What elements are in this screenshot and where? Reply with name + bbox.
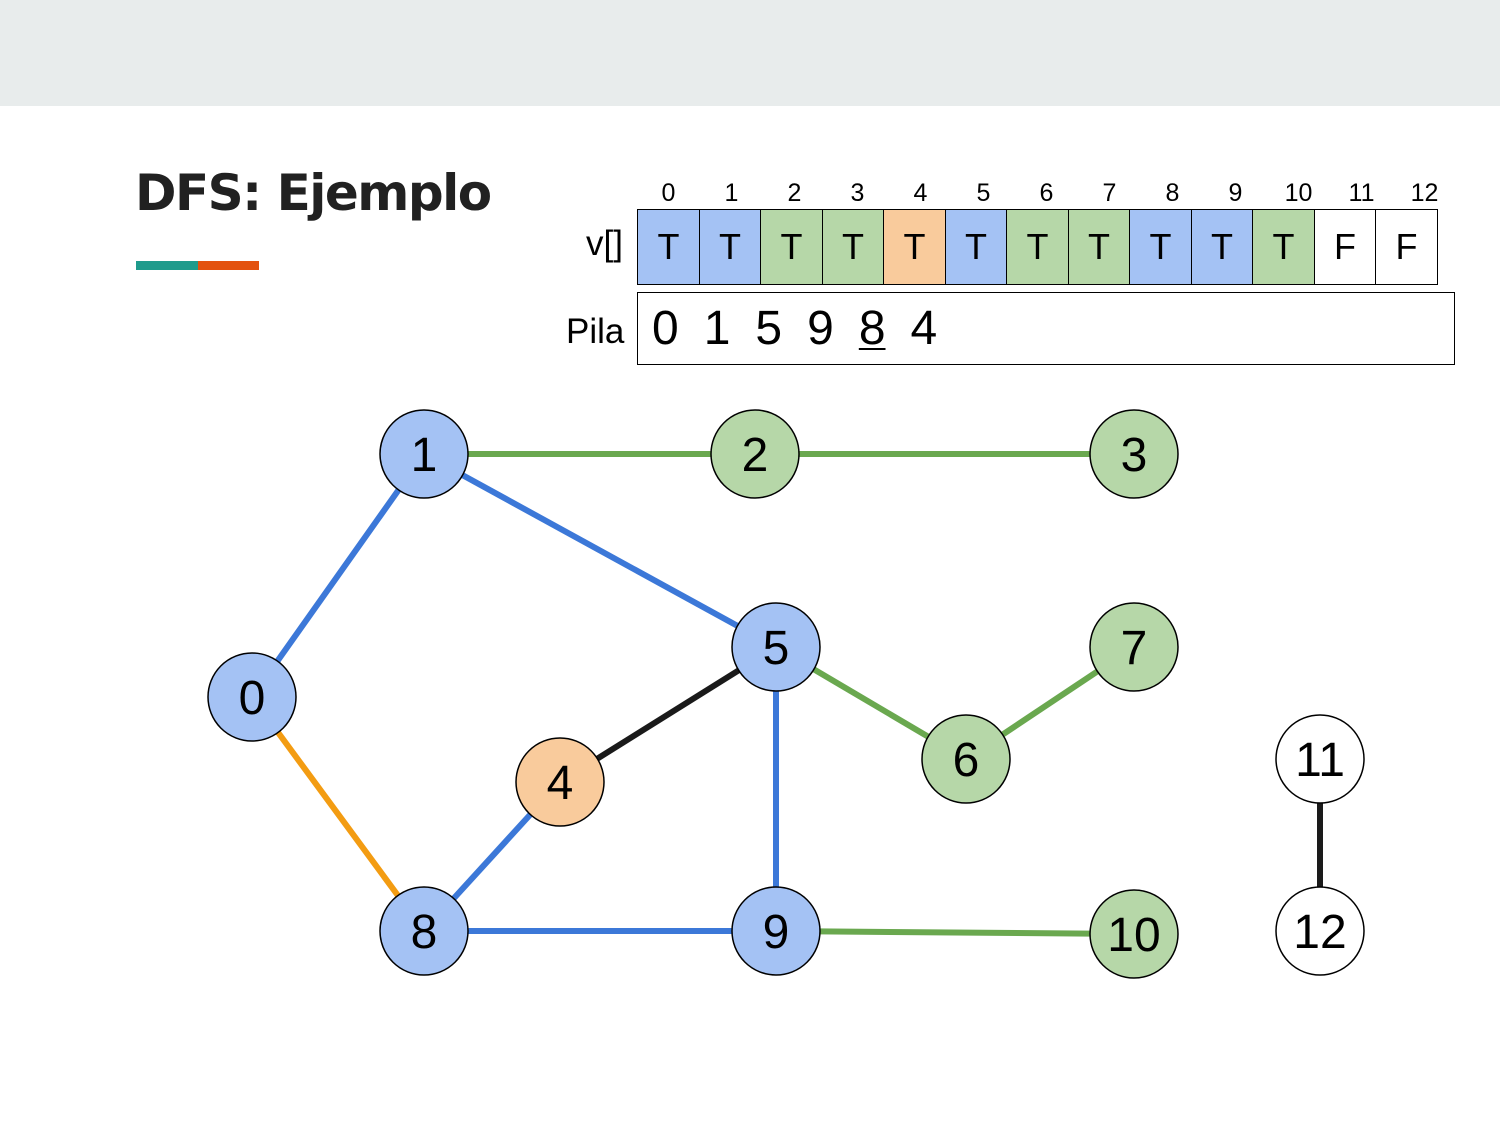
title-accent-teal	[136, 261, 198, 270]
graph-edges	[249, 451, 1323, 937]
node-0: 0	[207, 652, 297, 742]
stack-item-0: 0	[652, 302, 679, 355]
node-circle-7	[1089, 602, 1179, 692]
stack-item-9: 9	[807, 302, 834, 355]
array-index-4: 4	[913, 179, 928, 207]
visited-array-label: v[]	[586, 224, 623, 263]
node-3: 3	[1089, 409, 1179, 499]
node-label-7: 7	[1121, 622, 1148, 675]
stack-item-8: 8	[858, 302, 886, 355]
node-label-5: 5	[763, 622, 790, 675]
node-label-6: 6	[953, 734, 980, 787]
node-circle-5	[731, 602, 821, 692]
array-index-7: 7	[1102, 179, 1117, 207]
visited-cell-9: T	[1190, 209, 1254, 285]
edge-0-8	[249, 695, 427, 933]
visited-cell-8: T	[1129, 209, 1192, 285]
node-7: 7	[1089, 602, 1179, 692]
visited-cell-4: T	[883, 209, 946, 285]
node-9: 9	[731, 886, 821, 976]
node-8: 8	[379, 886, 469, 976]
array-index-8: 8	[1165, 179, 1180, 207]
array-index-11: 11	[1348, 179, 1375, 207]
visited-cell-6: T	[1006, 209, 1069, 285]
page-title: DFS: Ejemplo	[135, 164, 492, 222]
visited-cell-7: T	[1067, 209, 1131, 285]
array-index-6: 6	[1039, 179, 1054, 207]
array-index-1: 1	[724, 179, 739, 207]
array-index-2: 2	[787, 179, 802, 207]
array-index-10: 10	[1284, 179, 1313, 207]
node-4: 4	[515, 737, 605, 827]
node-label-12: 12	[1293, 906, 1346, 959]
header-band	[0, 0, 1500, 106]
node-label-0: 0	[239, 672, 266, 725]
edge-9-10	[775, 928, 1135, 937]
stack-item-5: 5	[755, 302, 783, 355]
visited-cell-12: F	[1375, 209, 1438, 285]
visited-cell-10: T	[1252, 209, 1315, 285]
node-10: 10	[1089, 889, 1179, 979]
visited-cell-5: T	[944, 209, 1008, 285]
edge-1-5	[422, 451, 778, 650]
array-index-12: 12	[1410, 179, 1439, 207]
node-circle-4	[515, 737, 605, 827]
array-index-0: 0	[661, 179, 676, 207]
node-label-4: 4	[547, 757, 574, 810]
visited-cell-3: T	[821, 209, 885, 285]
node-2: 2	[710, 409, 800, 499]
node-label-3: 3	[1121, 429, 1148, 482]
visited-cell-2: T	[760, 209, 823, 285]
node-circle-6	[921, 714, 1011, 804]
node-circle-2	[710, 409, 800, 499]
stack-item-1: 1	[703, 302, 731, 355]
node-circle-10	[1089, 889, 1179, 979]
node-11: 11	[1275, 714, 1365, 804]
node-1: 1	[379, 409, 469, 499]
node-circle-3	[1089, 409, 1179, 499]
node-label-1: 1	[411, 429, 438, 482]
node-5: 5	[731, 602, 821, 692]
node-6: 6	[921, 714, 1011, 804]
title-accent-orange	[198, 261, 259, 270]
node-label-11: 11	[1295, 734, 1345, 787]
array-index-3: 3	[850, 179, 865, 207]
node-circle-0	[207, 652, 297, 742]
edge-0-1	[249, 452, 427, 699]
node-circle-8	[379, 886, 469, 976]
node-12: 12	[1275, 886, 1365, 976]
node-label-9: 9	[763, 906, 790, 959]
array-index-5: 5	[976, 179, 991, 207]
node-label-10: 10	[1107, 909, 1160, 962]
node-label-8: 8	[411, 906, 438, 959]
node-circle-9	[731, 886, 821, 976]
node-label-2: 2	[742, 429, 769, 482]
array-index-9: 9	[1228, 179, 1243, 207]
stack-label: Pila	[566, 312, 625, 351]
node-circle-1	[379, 409, 469, 499]
visited-cell-11: F	[1313, 209, 1377, 285]
node-circle-11	[1275, 714, 1365, 804]
stack-item-4: 4	[910, 302, 938, 355]
node-circle-12	[1275, 886, 1365, 976]
